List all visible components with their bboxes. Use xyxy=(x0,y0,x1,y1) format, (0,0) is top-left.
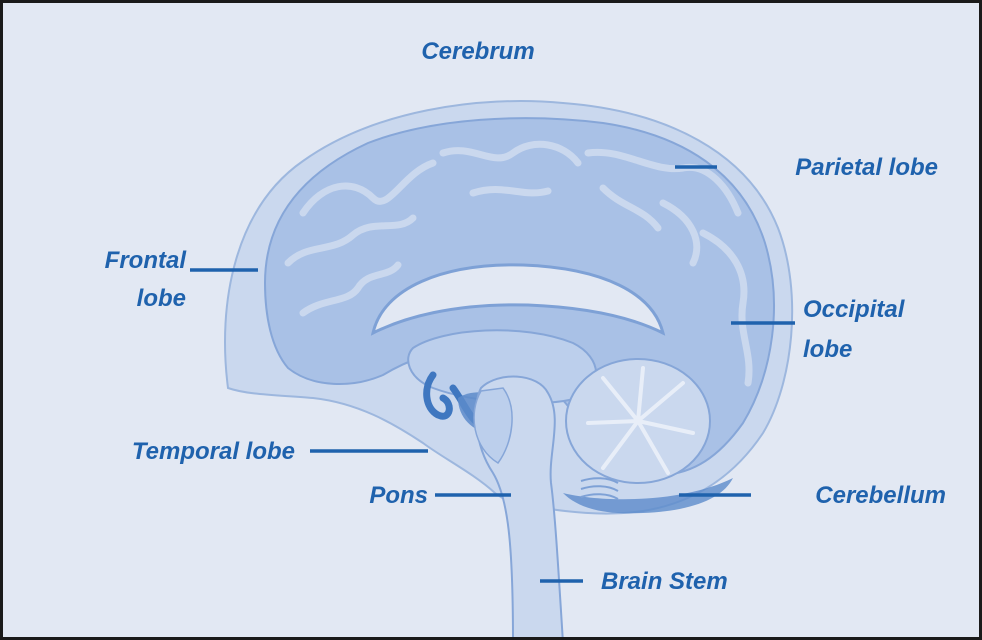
occipital-lobe-label-line2: lobe xyxy=(803,336,852,363)
temporal-lobe-label: Temporal lobe xyxy=(132,438,295,465)
brain-diagram: Cerebrum Parietal lobe Frontal lobe Occi… xyxy=(3,3,979,637)
occipital-lobe-label-line1: Occipital xyxy=(803,296,906,323)
parietal-lobe-label: Parietal lobe xyxy=(795,154,938,181)
cerebrum-label: Cerebrum xyxy=(421,38,534,65)
pons-label: Pons xyxy=(369,482,428,509)
brain-illustration xyxy=(225,101,792,637)
frontal-lobe-label-line2: lobe xyxy=(137,285,186,312)
brain-stem-label: Brain Stem xyxy=(601,568,728,595)
frontal-lobe-label-line1: Frontal xyxy=(105,247,188,274)
cerebellum-label: Cerebellum xyxy=(815,482,946,509)
